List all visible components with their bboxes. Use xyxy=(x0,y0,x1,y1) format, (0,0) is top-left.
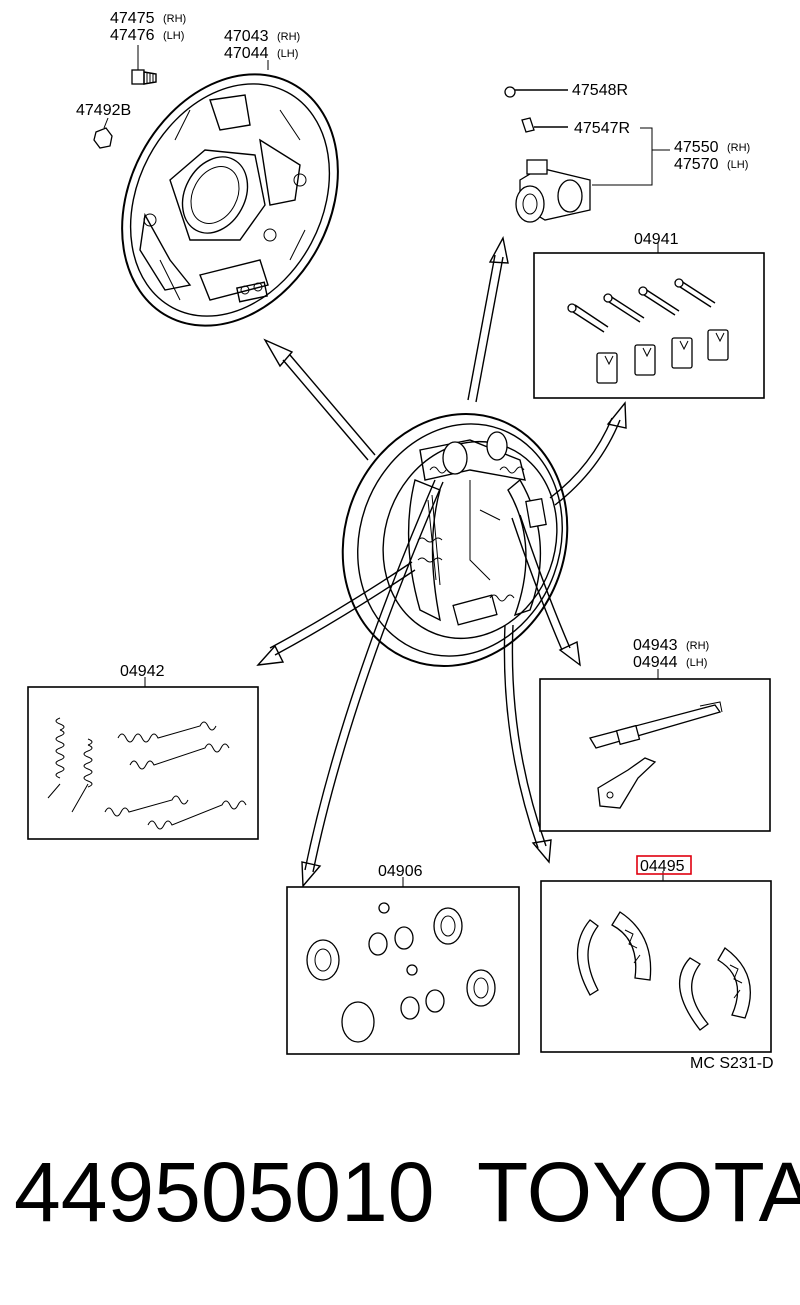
label-47548R: 47548R xyxy=(572,82,628,99)
diagram-reference: MC S231-D xyxy=(690,1055,774,1072)
highlight-box-04495 xyxy=(636,855,692,875)
label-04906: 04906 xyxy=(378,863,423,880)
label-04943-rh: (RH) xyxy=(686,640,709,652)
label-04942: 04942 xyxy=(120,663,165,680)
label-04943: 04943 xyxy=(633,637,678,654)
backing-plate-illustration xyxy=(121,73,339,327)
label-47550-rh: (RH) xyxy=(727,142,750,154)
label-47550: 47550 xyxy=(674,139,719,156)
label-47570-lh: (LH) xyxy=(727,159,748,171)
box-04941 xyxy=(533,252,765,399)
label-47475-rh: (RH) xyxy=(163,13,186,25)
label-47475: 47475 xyxy=(110,10,155,27)
label-47476-lh: (LH) xyxy=(163,30,184,42)
label-47044-lh: (LH) xyxy=(277,48,298,60)
callout-arrows xyxy=(256,235,627,888)
label-47547R: 47547R xyxy=(574,120,630,137)
label-04495: 04495 xyxy=(640,858,685,875)
label-47476: 47476 xyxy=(110,27,155,44)
label-47043: 47043 xyxy=(224,28,269,45)
label-47570: 47570 xyxy=(674,156,719,173)
label-47043-rh: (RH) xyxy=(277,31,300,43)
brake-assembly-illustration xyxy=(341,412,569,668)
brake-exploded-diagram: 47475 (RH) 47476 (LH) 47043 (RH) 47044 (… xyxy=(27,10,774,1072)
nut-47492B-illustration xyxy=(93,127,113,149)
wheel-cylinder-illustration xyxy=(504,86,670,223)
label-47492B: 47492B xyxy=(76,102,131,119)
bolt-47475-illustration xyxy=(131,69,157,85)
label-04941: 04941 xyxy=(634,231,679,248)
label-47044: 47044 xyxy=(224,45,269,62)
brand-name: TOYOTA xyxy=(477,1145,800,1239)
label-04944-lh: (LH) xyxy=(686,657,707,669)
box-04942 xyxy=(27,686,259,840)
cylinder-kit-illustration xyxy=(306,902,496,1043)
return-springs-illustration xyxy=(47,717,247,830)
adjuster-illustration xyxy=(588,701,723,809)
box-04943 xyxy=(539,678,771,832)
hold-down-pins-illustration xyxy=(567,278,729,384)
label-04944: 04944 xyxy=(633,654,678,671)
brake-shoes-illustration xyxy=(576,911,751,1031)
part-number: 449505010 xyxy=(14,1145,435,1239)
